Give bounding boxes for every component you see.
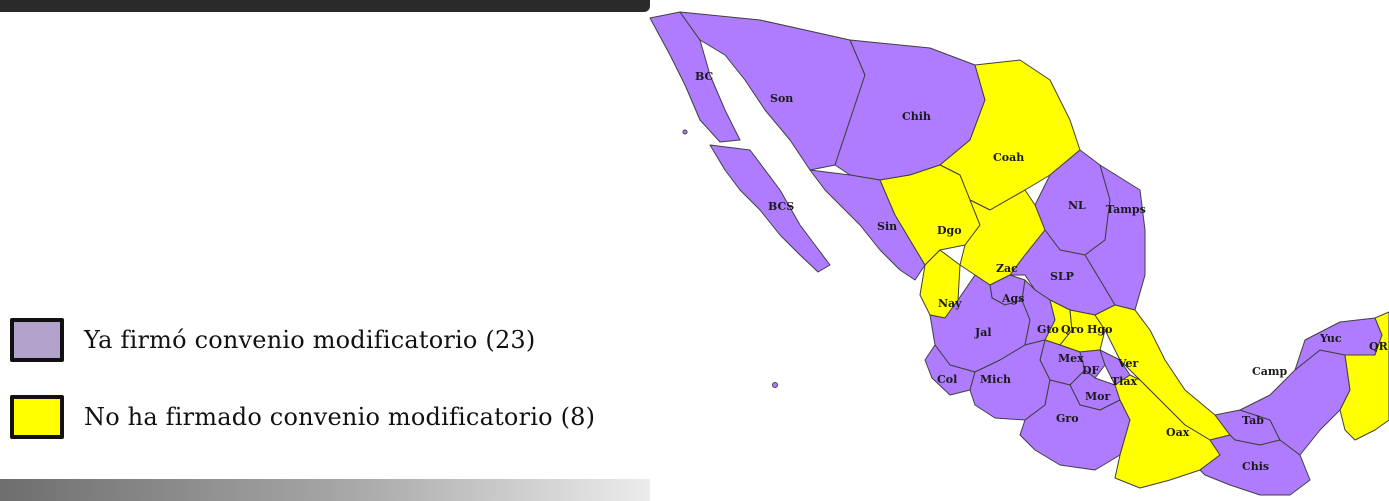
top-banner [0, 0, 650, 12]
label-bcs: BCS [768, 200, 794, 213]
mexico-map: BC Son Chih Coah BCS NL Tamps Sin Dgo Za… [640, 0, 1389, 501]
label-tab: Tab [1242, 414, 1264, 427]
label-oax: Oax [1166, 426, 1190, 439]
state-col [924, 344, 976, 396]
label-tamps: Tamps [1106, 203, 1146, 216]
legend-item-signed: Ya firmó convenio modificatorio (23) [10, 318, 535, 362]
legend-swatch-not-signed [10, 395, 64, 439]
legend-swatch-signed [10, 318, 64, 362]
label-chis: Chis [1242, 460, 1269, 473]
label-mich: Mich [980, 373, 1011, 386]
label-gro: Gro [1056, 412, 1079, 425]
state-qr [1339, 311, 1389, 441]
legend-label-not-signed: No ha firmado convenio modificatorio (8) [84, 403, 596, 431]
label-hgo: Hgo [1087, 323, 1112, 336]
label-jal: Jal [974, 326, 992, 339]
label-nl: NL [1068, 199, 1086, 212]
label-qr: QR [1369, 340, 1389, 353]
label-bc: BC [695, 70, 714, 83]
label-gto: Gto [1037, 323, 1059, 336]
legend-label-signed: Ya firmó convenio modificatorio (23) [84, 326, 536, 354]
label-dgo: Dgo [937, 224, 962, 237]
label-slp: SLP [1050, 270, 1074, 283]
state-island-revillagigedo [772, 382, 778, 388]
label-yuc: Yuc [1319, 332, 1342, 345]
top-banner-bar [0, 0, 650, 12]
label-ags: Ags [1001, 292, 1024, 305]
label-qro: Qro [1061, 323, 1084, 336]
legend-item-not-signed: No ha firmado convenio modificatorio (8) [10, 395, 595, 439]
label-camp: Camp [1252, 365, 1288, 378]
label-ver: Ver [1117, 357, 1139, 370]
bottom-strip [0, 479, 650, 501]
label-nay: Nay [938, 297, 962, 310]
label-tlax: Tlax [1111, 375, 1137, 388]
state-bcs [709, 144, 831, 273]
label-col: Col [937, 373, 957, 386]
mexico-map-svg: BC Son Chih Coah BCS NL Tamps Sin Dgo Za… [649, 11, 1389, 496]
label-zac: Zac [996, 262, 1018, 275]
state-chis [1199, 434, 1311, 496]
state-island-guadalupe [682, 129, 688, 135]
label-sin: Sin [877, 220, 897, 233]
label-df: DF [1082, 364, 1100, 377]
label-coah: Coah [993, 151, 1024, 164]
label-mor: Mor [1085, 390, 1111, 403]
label-mex: Mex [1058, 352, 1084, 365]
label-chih: Chih [902, 110, 931, 123]
state-labels: BC Son Chih Coah BCS NL Tamps Sin Dgo Za… [695, 70, 1389, 473]
label-son: Son [770, 92, 793, 105]
